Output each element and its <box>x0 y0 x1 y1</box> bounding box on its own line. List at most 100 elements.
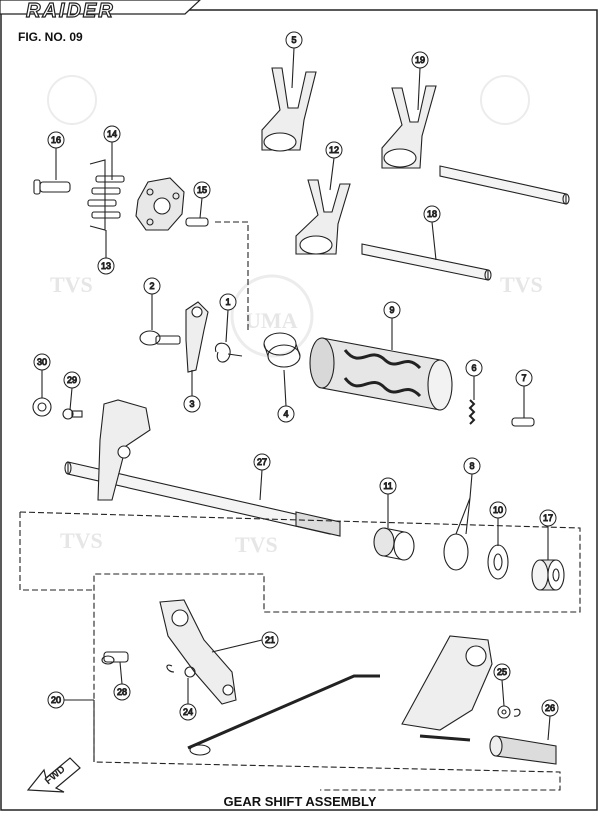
watermark-uma-circle-3 <box>230 274 314 358</box>
callout-18: 18 <box>423 205 441 223</box>
part-19-fork <box>381 85 437 169</box>
part-21-pedal-arm <box>159 599 237 705</box>
svg-text:14: 14 <box>107 129 117 139</box>
callout-12: 12 <box>325 141 343 159</box>
svg-text:27: 27 <box>257 457 267 467</box>
part-26-pedal-lever <box>401 635 557 765</box>
part-15-pin <box>185 217 209 227</box>
part-29-bolt <box>62 408 83 420</box>
dashed-guide-13 <box>215 221 249 330</box>
watermark-tvs-2: TVS <box>500 272 543 297</box>
callout-3: 3 <box>183 395 201 413</box>
watermark-uma-1: UMA <box>245 308 298 333</box>
callout-29: 29 <box>63 371 81 389</box>
callout-layer: 5 19 12 16 14 15 13 18 2 1 3 9 4 6 7 30 … <box>33 31 559 721</box>
part-11-bush <box>373 527 415 561</box>
svg-text:25: 25 <box>497 667 507 677</box>
dashed-group-left <box>19 512 94 591</box>
svg-text:15: 15 <box>197 185 207 195</box>
part-12-fork <box>295 179 351 255</box>
callout-19: 19 <box>411 51 429 69</box>
svg-text:7: 7 <box>521 373 526 383</box>
outer-border <box>0 9 598 811</box>
part-3-stopper-arm <box>185 301 209 373</box>
part-6-spring <box>468 399 476 425</box>
part-13-bracket <box>89 159 106 231</box>
callout-25: 25 <box>493 663 511 681</box>
svg-text:21: 21 <box>265 635 275 645</box>
gear-shift-linkage-rod <box>187 674 380 756</box>
callout-11: 11 <box>379 477 397 495</box>
callout-13: 13 <box>97 257 115 275</box>
svg-text:6: 6 <box>471 363 476 373</box>
callout-5: 5 <box>285 31 303 49</box>
callout-7: 7 <box>515 369 533 387</box>
svg-text:26: 26 <box>545 703 555 713</box>
callout-4: 4 <box>277 405 295 423</box>
svg-text:2: 2 <box>149 281 154 291</box>
callout-2: 2 <box>143 277 161 295</box>
callout-10: 10 <box>489 501 507 519</box>
fwd-arrow-icon <box>26 757 81 793</box>
part-27-shift-shaft <box>64 399 341 537</box>
part-8-return-spring <box>443 497 471 571</box>
callout-20: 20 <box>47 691 65 709</box>
part-16-pin <box>33 179 71 195</box>
svg-text:19: 19 <box>415 55 425 65</box>
callout-27: 27 <box>253 453 271 471</box>
callout-1: 1 <box>219 293 237 311</box>
callout-8: 8 <box>463 457 481 475</box>
svg-text:11: 11 <box>383 481 392 491</box>
part-24-clip <box>166 664 196 678</box>
svg-text:24: 24 <box>183 707 193 717</box>
callout-9: 9 <box>383 301 401 319</box>
parts-layer <box>19 47 581 791</box>
callout-21: 21 <box>261 631 279 649</box>
callout-16: 16 <box>47 131 65 149</box>
part-25-washer <box>497 705 521 719</box>
watermark-tvs-3: TVS <box>60 528 103 553</box>
part-18-fork-shaft <box>361 243 492 281</box>
part-2-bolt <box>139 330 181 346</box>
svg-text:29: 29 <box>67 375 77 385</box>
header-tab <box>0 0 201 15</box>
svg-text:13: 13 <box>101 261 111 271</box>
svg-text:16: 16 <box>51 135 61 145</box>
part-7-pin <box>511 417 535 427</box>
callout-15: 15 <box>193 181 211 199</box>
svg-text:20: 20 <box>51 695 61 705</box>
svg-text:4: 4 <box>283 409 288 419</box>
callout-30: 30 <box>33 353 51 371</box>
part-10-washer <box>487 544 509 580</box>
part-28-pin <box>101 651 129 665</box>
watermark-uma-circle-2 <box>480 75 530 125</box>
fork-shaft-upper <box>439 165 570 205</box>
part-17-bearing <box>531 559 565 591</box>
part-5-fork <box>261 67 317 152</box>
svg-text:8: 8 <box>469 461 474 471</box>
svg-text:5: 5 <box>291 35 296 45</box>
svg-text:3: 3 <box>189 399 194 409</box>
part-4-bearing <box>263 332 301 368</box>
svg-text:17: 17 <box>543 513 553 523</box>
svg-text:12: 12 <box>329 145 339 155</box>
svg-text:9: 9 <box>389 305 394 315</box>
watermark-uma-circle-1 <box>47 75 97 125</box>
dashed-group-27 <box>19 511 581 791</box>
watermark-tvs-1: TVS <box>50 272 93 297</box>
watermark-layer: TVS TVS TVS TVS UMA <box>47 75 543 557</box>
callout-26: 26 <box>541 699 559 717</box>
part-1-spring <box>214 342 243 363</box>
svg-text:30: 30 <box>37 357 47 367</box>
raider-logo: RAIDER <box>25 0 115 23</box>
part-9-shift-drum <box>309 337 453 411</box>
svg-text:18: 18 <box>427 209 437 219</box>
watermark-tvs-4: TVS <box>235 532 278 557</box>
part-14-pins <box>87 175 125 219</box>
callout-14: 14 <box>103 125 121 143</box>
svg-text:28: 28 <box>117 687 127 697</box>
callout-6: 6 <box>465 359 483 377</box>
part-30-washer <box>32 397 52 417</box>
figure-number: FIG. NO. 09 <box>18 30 83 44</box>
